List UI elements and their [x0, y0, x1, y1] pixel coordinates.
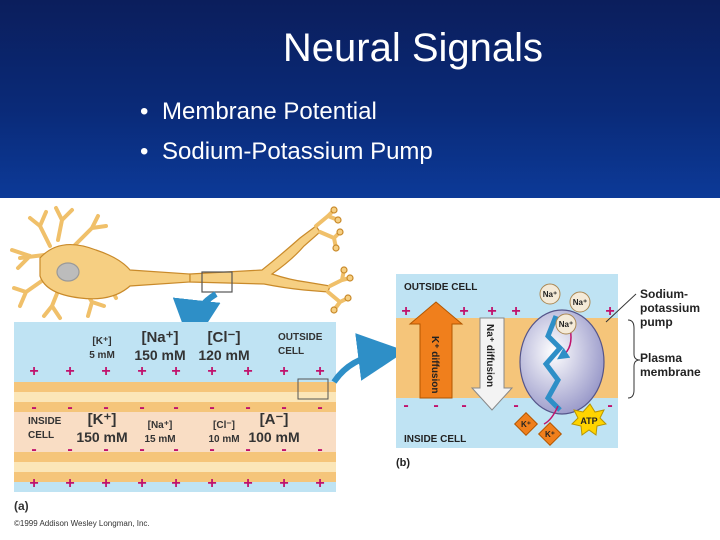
inside-a-conc: 100 mM	[248, 429, 299, 445]
membrane-potential-diagram: +++++++++ --------- --------- +++++++++ …	[0, 198, 720, 540]
k-ion-label: K⁺	[521, 420, 531, 429]
bullet-text: Membrane Potential	[162, 98, 377, 125]
outside-cell-label-2: CELL	[278, 346, 304, 357]
negative-charge: -	[513, 397, 518, 414]
inside-cell-label-b: INSIDE CELL	[404, 434, 466, 445]
positive-charge: +	[511, 303, 520, 320]
negative-charge: -	[245, 399, 250, 416]
inside-k-ion: [K⁺]	[88, 411, 117, 428]
atp-label: ATP	[580, 416, 597, 426]
inside-na-ion: [Na⁺]	[148, 420, 173, 431]
negative-charge: -	[67, 441, 72, 458]
bullet-item: •Sodium-Potassium Pump	[140, 138, 433, 166]
positive-charge: +	[207, 363, 216, 380]
slide-title: Neural Signals	[0, 26, 720, 71]
positive-charge: +	[605, 303, 614, 320]
positive-charge: +	[243, 475, 252, 492]
positive-charge: +	[315, 475, 324, 492]
outside-cl-conc: 120 mM	[198, 347, 249, 363]
membrane-bracket	[628, 320, 640, 398]
outside-cl-ion: [Cl⁻]	[208, 329, 241, 346]
slide-header: Neural Signals •Membrane Potential •Sodi…	[0, 0, 720, 198]
negative-charge: -	[139, 399, 144, 416]
positive-charge: +	[137, 363, 146, 380]
copyright: ©1999 Addison Wesley Longman, Inc.	[14, 519, 150, 528]
negative-charge: -	[317, 399, 322, 416]
positive-charge: +	[279, 475, 288, 492]
bullet-text: Sodium-Potassium Pump	[162, 138, 433, 165]
neuron-illustration	[12, 207, 353, 318]
negative-charge: -	[461, 397, 466, 414]
positive-charge: +	[171, 475, 180, 492]
panel-a-label: (a)	[14, 499, 29, 513]
positive-charge: +	[65, 475, 74, 492]
inside-cell-label: INSIDE	[28, 416, 62, 427]
inside-cl-ion: [Cl⁻]	[213, 420, 235, 431]
negative-charge: -	[403, 397, 408, 414]
positive-charge: +	[101, 475, 110, 492]
positive-charge: +	[401, 303, 410, 320]
outside-na-ion: [Na⁺]	[141, 329, 178, 346]
panel-b-label: (b)	[396, 457, 410, 469]
outside-k-ion: [K⁺]	[92, 336, 111, 347]
positive-charges-outside-top: + + + + + + + + +	[29, 363, 324, 380]
positive-charge: +	[207, 475, 216, 492]
positive-charge: +	[101, 363, 110, 380]
negative-charge: -	[173, 399, 178, 416]
inside-na-conc: 15 mM	[144, 434, 175, 445]
pump-label-line: Sodium-	[640, 287, 688, 301]
negative-charge: -	[433, 397, 438, 414]
positive-charge: +	[65, 363, 74, 380]
na-ion-label: Na⁺	[559, 320, 573, 329]
na-ion-label: Na⁺	[543, 290, 557, 299]
positive-charge: +	[29, 363, 38, 380]
membrane-label-line: membrane	[640, 365, 701, 379]
pump-label-line: pump	[640, 315, 673, 329]
positive-charge: +	[487, 303, 496, 320]
negative-charge: -	[317, 441, 322, 458]
k-diffusion-label: K⁺ diffusion	[429, 336, 440, 394]
positive-charge: +	[137, 475, 146, 492]
membrane-label-line: Plasma	[640, 351, 682, 365]
positive-charge: +	[171, 363, 180, 380]
inside-k-conc: 150 mM	[76, 429, 127, 445]
negative-charge: -	[607, 397, 612, 414]
na-ion-label: Na⁺	[573, 298, 587, 307]
outside-na-conc: 150 mM	[134, 347, 185, 363]
k-ion-label: K⁺	[545, 430, 555, 439]
negative-charge: -	[31, 399, 36, 416]
outside-k-conc: 5 mM	[89, 350, 115, 361]
bullet-item: •Membrane Potential	[140, 98, 377, 126]
outside-cell-label: OUTSIDE	[278, 332, 323, 343]
inside-cl-conc: 10 mM	[208, 434, 239, 445]
na-diffusion-label: Na⁺ diffusion	[484, 324, 495, 387]
negative-charge: -	[31, 441, 36, 458]
inside-a-ion: [A⁻]	[260, 411, 289, 428]
negative-charge: -	[209, 399, 214, 416]
negative-charge: -	[67, 399, 72, 416]
positive-charge: +	[459, 303, 468, 320]
inside-cell-label-2: CELL	[28, 430, 54, 441]
positive-charge: +	[29, 475, 38, 492]
positive-charges-outside-bottom: + + + + + + + + +	[29, 475, 324, 492]
positive-charge: +	[279, 363, 288, 380]
outside-cell-label-b: OUTSIDE CELL	[404, 282, 477, 293]
positive-charge: +	[315, 363, 324, 380]
zoom-arrow-a	[194, 294, 216, 324]
zoom-arrow-b	[334, 354, 382, 382]
pump-label-line: potassium	[640, 301, 700, 315]
positive-charge: +	[243, 363, 252, 380]
